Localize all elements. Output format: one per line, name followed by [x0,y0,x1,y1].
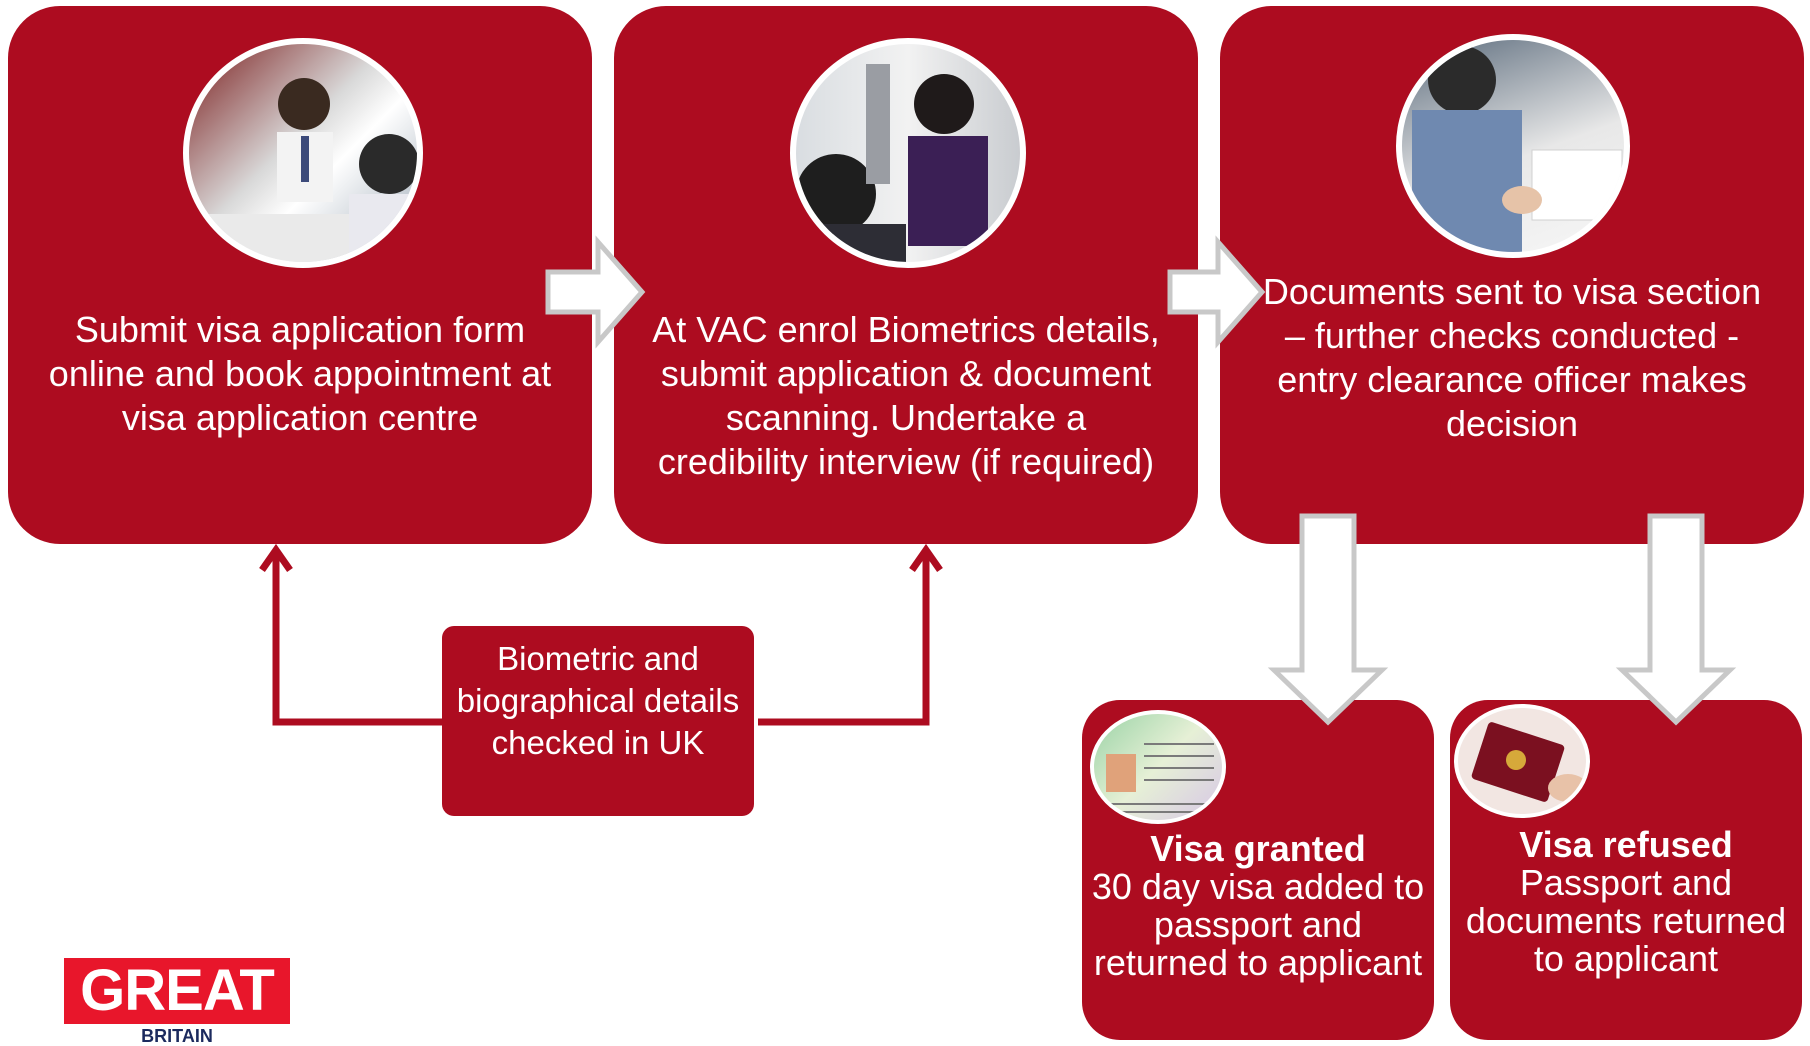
visa-refused-title: Visa refused [1519,824,1733,865]
step-2-card: At VAC enrol Biometrics details, submit … [614,6,1198,544]
visa-granted-text-block: Visa granted 30 day visa added to passpo… [1082,830,1434,982]
biometric-loop-line [272,552,930,726]
arrowhead-up-step-2 [909,543,943,573]
step-3-card: Documents sent to visa section – further… [1220,6,1804,544]
visa-granted-title: Visa granted [1150,828,1366,869]
great-britain-logo: GREAT [64,958,290,1024]
biometric-check-text: Biometric and biographical details check… [456,640,740,761]
arrow-down-to-granted [1267,513,1389,726]
arrowhead-up-step-1 [259,543,293,573]
arrow-right-step-1-to-2 [545,235,646,349]
step-1-card: Submit visa application form online and … [8,6,592,544]
step-2-text: At VAC enrol Biometrics details, submit … [652,309,1160,482]
step-2-photo [790,38,1026,268]
visa-refused-card: Visa refused Passport and documents retu… [1450,700,1802,1040]
visa-refused-text: Passport and documents returned to appli… [1465,862,1787,979]
arrow-right-step-2-to-3 [1167,235,1266,349]
visa-refused-text-block: Visa refused Passport and documents retu… [1450,826,1802,978]
logo-sub-text: BRITAIN [141,1026,213,1046]
step-3-photo [1396,34,1630,258]
step-3-text: Documents sent to visa section – further… [1262,271,1762,444]
arrow-down-to-refused [1615,513,1737,726]
visa-granted-text: 30 day visa added to passport and return… [1091,866,1425,983]
logo-main-text: GREAT [80,958,275,1023]
step-1-text: Submit visa application form online and … [48,309,552,438]
biometric-check-box: Biometric and biographical details check… [442,626,754,816]
visa-granted-photo [1090,710,1226,824]
visa-granted-card: Visa granted 30 day visa added to passpo… [1082,700,1434,1040]
visa-refused-photo [1454,704,1590,818]
